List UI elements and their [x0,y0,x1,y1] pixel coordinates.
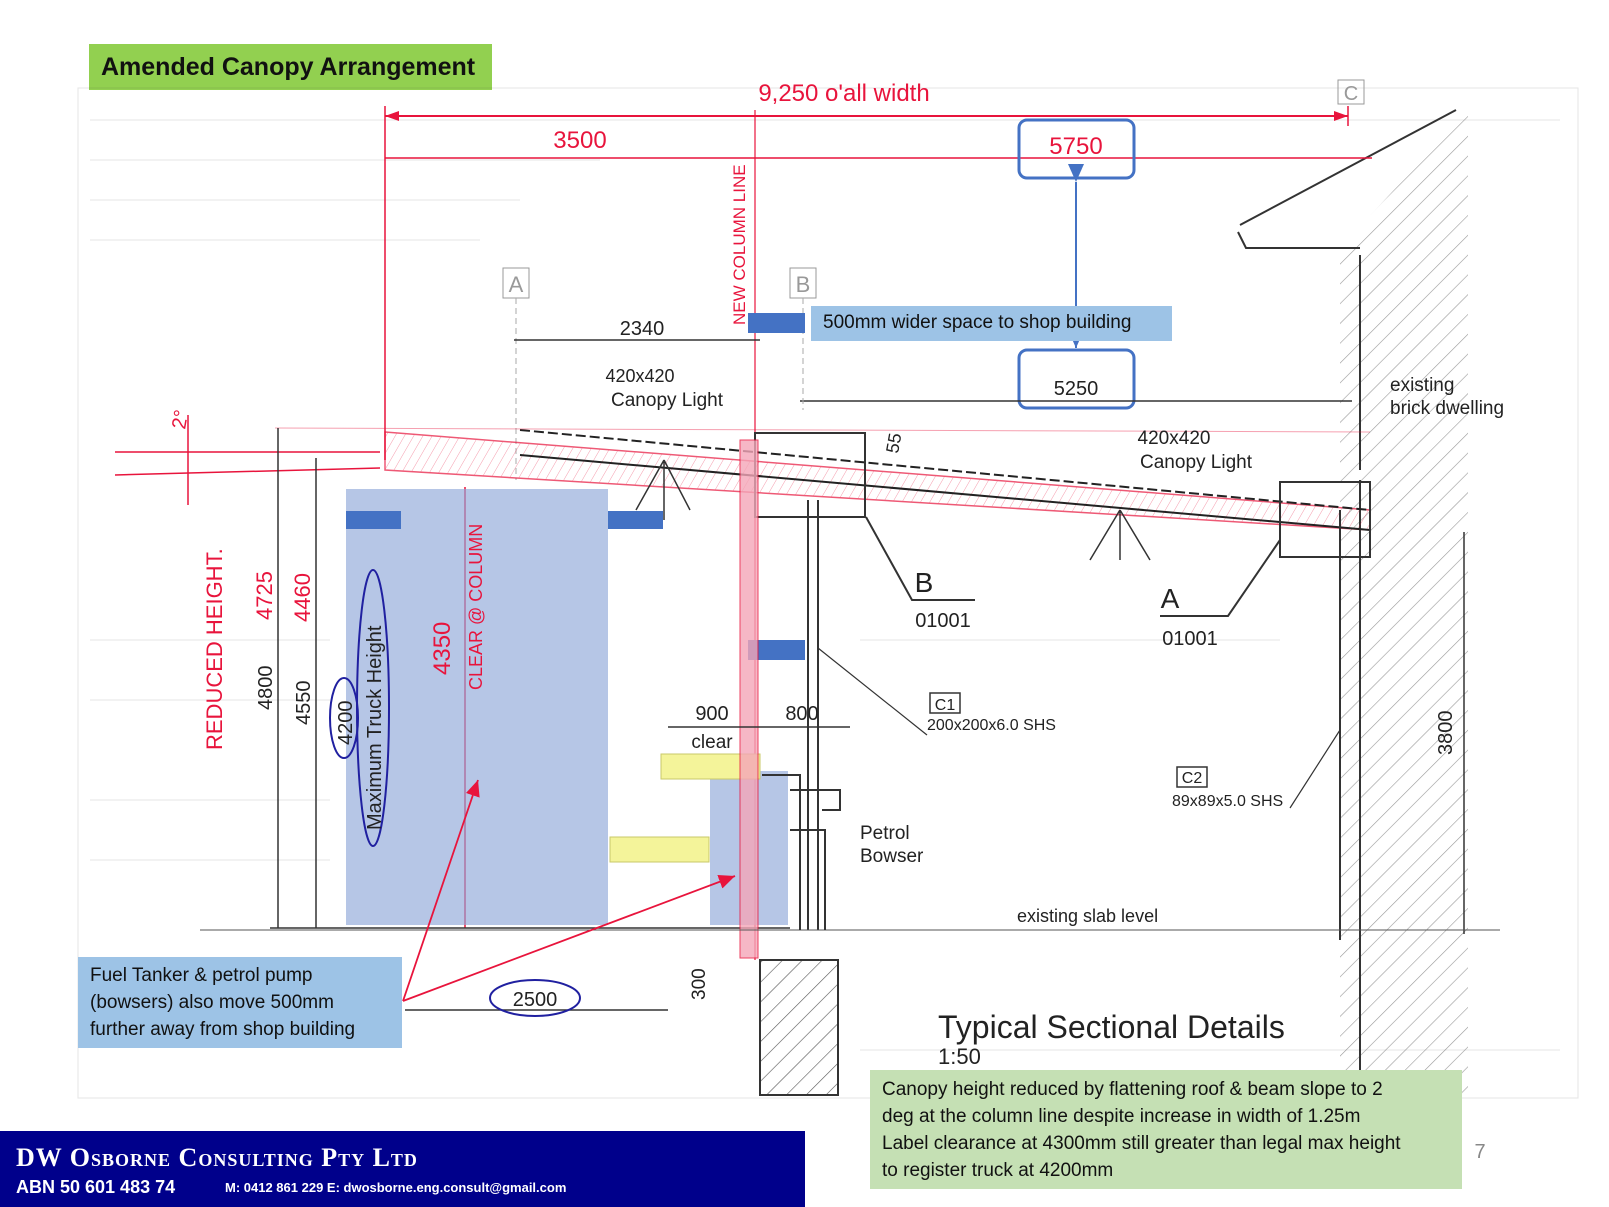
blue-marker-2 [608,511,663,529]
slope-angle-label: 2° [168,408,193,431]
petrol-bowser-label-1: Petrol [860,823,910,844]
section-a-leader [1160,539,1281,617]
company-name: DW Osborne Consulting Pty Ltd [16,1143,418,1172]
grid-label-b: B [796,272,811,297]
dim-4350: 4350 [429,622,456,675]
dim-4200: 4200 [335,701,357,746]
dim-4460: 4460 [290,573,315,622]
slide-title: Amended Canopy Arrangement [89,44,492,90]
dim-800: 800 [785,703,818,725]
company-footer: DW Osborne Consulting Pty Ltd ABN 50 601… [0,1131,805,1207]
company-abn: ABN 50 601 483 74 [16,1177,176,1197]
c2-spec: 89x89x5.0 SHS [1172,793,1283,810]
company-contact: M: 0412 861 229 E: dwosborne.eng.consult… [225,1180,567,1195]
blue-marker-4 [748,640,805,660]
tanker-arrow-2 [402,874,736,1002]
c2-tag: C2 [1182,770,1203,787]
c2-leader [1289,729,1341,809]
section-b-ref: 01001 [915,610,971,632]
section-a-label: A [1161,583,1180,614]
blue-marker-1 [346,511,401,529]
dim-4800: 4800 [255,666,277,711]
old-span-highlight [1017,348,1136,410]
petrol-bowser-outline [762,774,841,930]
dim-300: 300 [689,968,710,1000]
right-span-old-label: 5250 [1054,378,1099,400]
dim-900: 900 [695,703,728,725]
grid-label-a: A [509,272,524,297]
canopy-light-1-size: 420x420 [605,366,674,386]
section-b-label: B [915,567,934,598]
left-span-label: 3500 [553,127,606,154]
slab-label: existing slab level [1017,906,1158,926]
new-column-line-note: NEW COLUMN LINE [730,164,749,325]
dim-3800: 3800 [1435,711,1457,756]
section-scale: 1:50 [938,1044,981,1069]
page-number: 7 [1474,1141,1485,1163]
dim-4725: 4725 [252,571,277,620]
canopy-height-note: Canopy height reduced by flattening roof… [870,1070,1462,1189]
reduced-height-note: REDUCED HEIGHT. [202,548,227,750]
overall-width-label: 9,250 o'all width [758,80,929,107]
existing-dwelling-wall [1237,109,1468,1095]
max-truck-height-label: Maximum Truck Height [364,625,386,830]
wider-space-callout: 500mm wider space to shop building [811,306,1172,341]
canopy-light-2-label: Canopy Light [1140,452,1253,473]
overall-width-dimension: 9,250 o'all width [384,80,1349,460]
section-a-ref: 01001 [1162,628,1218,650]
dim-clear: clear [691,732,733,753]
fuel-tanker-line-3: further away from shop building [90,1019,356,1040]
yellow-marker-2 [609,836,710,863]
c1-leader [817,647,928,736]
canopy-note-line-3: Label clearance at 4300mm still greater … [882,1133,1401,1154]
canopy-beam [274,427,1371,558]
right-span-new-label: 5750 [1049,133,1102,160]
c1-tag: C1 [935,697,956,714]
dwelling-label-1: existing [1390,375,1454,396]
petrol-bowser-label-2: Bowser [860,846,924,867]
c1-spec: 200x200x6.0 SHS [927,717,1056,734]
tanker-arrow-1 [402,779,480,1002]
canopy-light-1-label: Canopy Light [611,390,724,411]
section-b-leader [865,516,975,601]
fuel-tanker-line-1: Fuel Tanker & petrol pump [90,965,313,986]
dim-2340-label: 2340 [620,318,665,340]
blue-marker-3 [748,313,805,333]
dim-55: 55 [882,431,905,454]
grid-label-c: C [1344,83,1358,105]
section-title: Typical Sectional Details [938,1009,1285,1045]
canopy-note-line-2: deg at the column line despite increase … [882,1106,1361,1127]
canopy-light-symbols [635,459,1151,561]
dwelling-label-2: brick dwelling [1390,398,1504,419]
background-texture [77,87,1579,1099]
canopy-note-line-1: Canopy height reduced by flattening roof… [882,1079,1383,1100]
dim-2500: 2500 [513,989,558,1011]
fuel-tanker-callout: Fuel Tanker & petrol pump (bowsers) also… [78,957,402,1048]
canopy-light-2-size: 420x420 [1138,428,1211,449]
grid-markers [502,79,1365,480]
dim-4550: 4550 [293,681,315,726]
canopy-note-line-4: to register truck at 4200mm [882,1160,1114,1181]
clear-at-column-note: CLEAR @ COLUMN [466,524,486,690]
slope-angle-marker: 2° [114,408,381,505]
columns [200,439,1500,1096]
fuel-tanker-line-2: (bowsers) also move 500mm [90,992,334,1013]
